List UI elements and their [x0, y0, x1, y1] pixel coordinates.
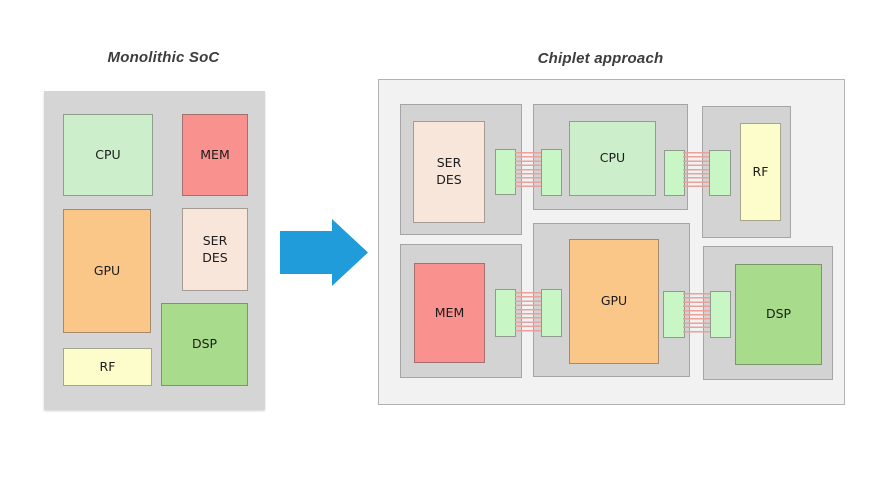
serdes-link — [515, 152, 541, 190]
mono-block-serdes: SER DES — [182, 208, 248, 291]
chiplet-block-mem: MEM — [414, 263, 485, 363]
chiplet-block-rf: RF — [740, 123, 781, 221]
arrow-shape — [280, 219, 368, 286]
chiplet-mem: MEM — [400, 244, 522, 378]
serdes-link — [683, 293, 710, 333]
transition-arrow-icon — [280, 219, 368, 286]
chiplet-title: Chiplet approach — [537, 50, 664, 67]
serdes-link — [515, 292, 541, 332]
mono-block-cpu: CPU — [63, 114, 153, 196]
chiplet-block-serdes: SER DES — [413, 121, 485, 223]
phy-connector — [495, 289, 516, 337]
phy-connector — [709, 150, 731, 196]
chiplet-rf: RF — [702, 106, 791, 238]
phy-connector — [710, 291, 731, 338]
phy-connector — [541, 289, 562, 337]
chiplet-dsp: DSP — [703, 246, 833, 380]
chiplet-cpu: CPU — [533, 104, 688, 210]
phy-connector — [541, 149, 562, 196]
mono-block-dsp: DSP — [161, 303, 248, 386]
chiplet-gpu: GPU — [533, 223, 690, 377]
monolithic-die: CPU MEM GPU SER DES DSP RF — [44, 91, 265, 409]
chiplet-block-gpu: GPU — [569, 239, 659, 364]
phy-connector — [663, 291, 685, 338]
phy-connector — [664, 150, 685, 196]
mono-block-rf: RF — [63, 348, 152, 386]
mono-block-gpu: GPU — [63, 209, 151, 333]
chiplet-substrate: SER DES CPU RF MEM GPU DSP — [378, 79, 845, 405]
chiplet-block-dsp: DSP — [735, 264, 822, 365]
monolithic-title: Monolithic SoC — [107, 49, 220, 66]
chiplet-serdes: SER DES — [400, 104, 522, 235]
serdes-link — [683, 152, 709, 190]
mono-block-mem: MEM — [182, 114, 248, 196]
phy-connector — [495, 149, 516, 195]
chiplet-block-cpu: CPU — [569, 121, 656, 196]
